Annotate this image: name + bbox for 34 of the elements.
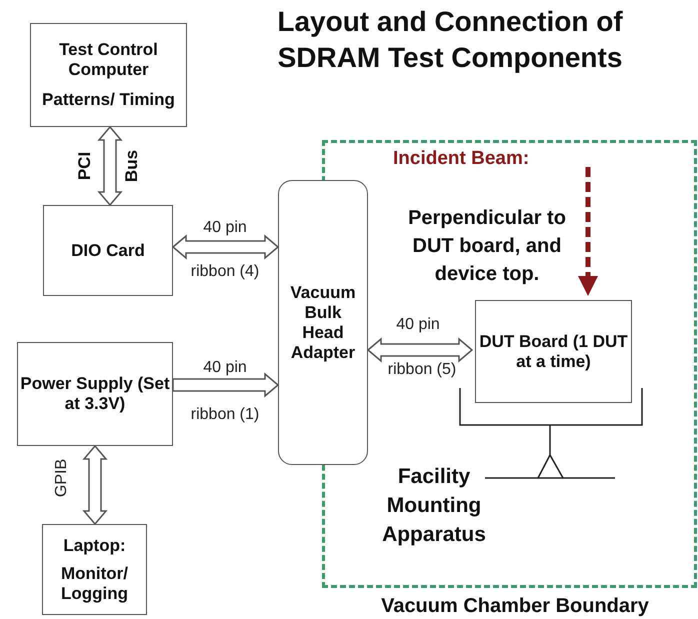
box-text: Test Control Computer xyxy=(58,40,159,80)
laptop-box xyxy=(42,524,147,615)
power-supply-box xyxy=(17,342,173,446)
edge-label: GPIB xyxy=(53,458,71,498)
computer-box xyxy=(30,23,187,127)
double-arrow xyxy=(97,126,123,206)
card-box xyxy=(43,205,173,296)
box-text: DIO Card xyxy=(71,240,145,260)
beam-label: Incident Beam: xyxy=(393,149,530,169)
box-text: DUT Board (1 DUT at a time) xyxy=(478,332,629,372)
region-title: Vacuum Chamber Boundary xyxy=(380,595,650,617)
cable-label: ribbon (4) xyxy=(190,263,260,281)
box-subtext: Monitor/ Logging xyxy=(60,564,130,604)
box-subtext: Patterns/ Timing xyxy=(42,90,175,110)
diagram-title: Layout and Connection of SDRAM Test Components xyxy=(276,5,624,75)
dut-board-box xyxy=(475,300,632,403)
double-arrow xyxy=(172,234,280,260)
beam-note: Perpendicular to DUT board, and device top. xyxy=(407,206,567,287)
box-text: Laptop: xyxy=(63,536,126,556)
cable-label: 40 pin xyxy=(396,316,440,334)
cable-label: ribbon (1) xyxy=(190,406,260,424)
beam-arrow xyxy=(578,167,598,296)
box-text: Power Supply (Set at 3.3V) xyxy=(19,374,171,414)
mount-label: Facility Mounting Apparatus xyxy=(381,464,487,548)
double-arrow xyxy=(82,444,108,526)
arrow xyxy=(172,372,280,398)
cable-label: 40 pin xyxy=(203,359,247,377)
adapter-box xyxy=(278,180,368,465)
double-arrow xyxy=(366,337,474,363)
cable-label: ribbon (5) xyxy=(388,361,456,379)
box-text: Vacuum Bulk Head Adapter xyxy=(289,282,357,362)
bus-label: PCI xyxy=(75,152,95,180)
bus-label: Bus xyxy=(122,150,142,182)
cable-label: 40 pin xyxy=(203,219,247,237)
